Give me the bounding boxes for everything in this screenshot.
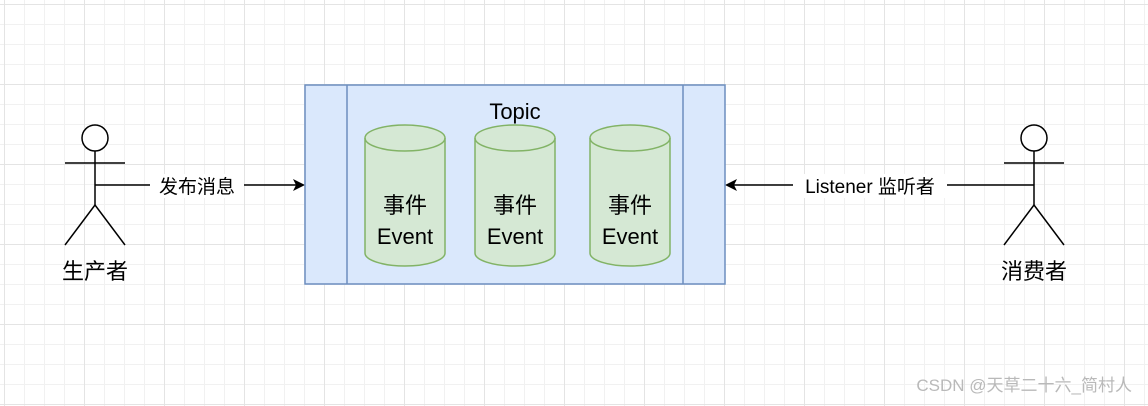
event-cylinder: 事件 Event <box>474 124 556 267</box>
listen-edge-label: Listener 监听者 <box>805 176 935 198</box>
listen-edge-label-bg <box>793 174 947 198</box>
event-label-en: Event <box>377 224 433 249</box>
event-cylinder-body <box>474 124 556 267</box>
listen-edge: Listener 监听者 <box>725 174 1034 198</box>
event-label-cn: 事件 <box>383 193 427 218</box>
event-cylinder: 事件 Event <box>589 124 671 267</box>
watermark: CSDN @天草二十六_简村人 <box>916 376 1132 395</box>
event-cylinder-lid <box>364 137 446 152</box>
events-group: 事件 Event 事件 Event 事件 Event <box>364 124 671 267</box>
event-cylinder-lid <box>589 137 671 152</box>
event-label-cn: 事件 <box>608 193 652 218</box>
producer-label: 生产者 <box>62 259 128 284</box>
event-cylinder-body <box>364 124 446 267</box>
event-cylinder-lid <box>474 137 556 152</box>
event-cylinder: 事件 Event <box>364 124 446 267</box>
publish-edge-label-bg <box>150 174 244 198</box>
producer-actor <box>64 124 126 246</box>
event-label-cn: 事件 <box>493 193 537 218</box>
event-label-en: Event <box>487 224 543 249</box>
consumer-actor <box>1003 124 1065 246</box>
topic-title: Topic <box>489 99 540 124</box>
event-cylinder-body <box>589 124 671 267</box>
event-label-en: Event <box>602 224 658 249</box>
publish-edge-label: 发布消息 <box>159 176 235 198</box>
publish-edge: 发布消息 <box>95 174 305 198</box>
consumer-label: 消费者 <box>1001 259 1067 284</box>
